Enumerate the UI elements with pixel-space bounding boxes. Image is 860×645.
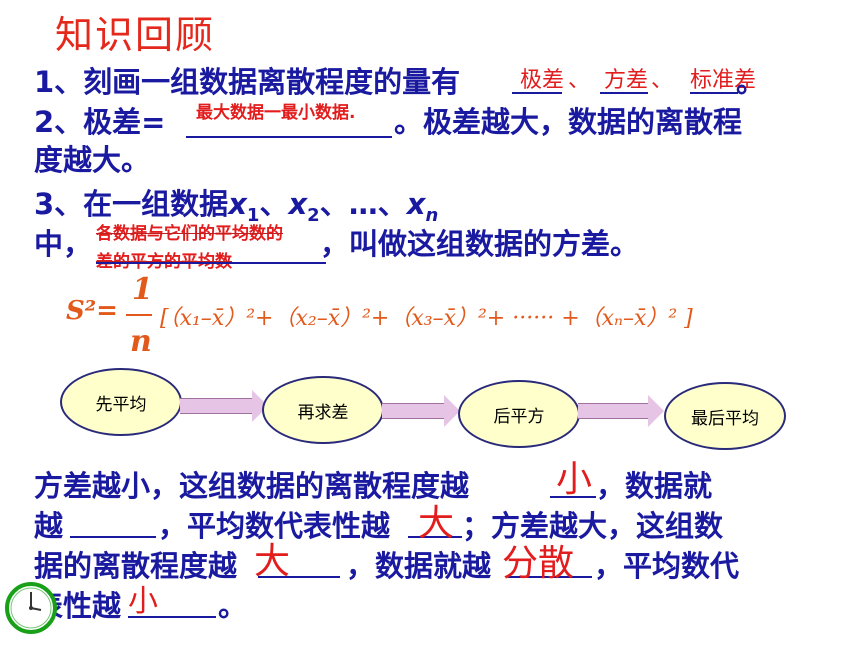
q2-blank-underline [186,136,392,138]
q3-sub-1: 1 [246,204,260,226]
q1-text: 1、刻画一组数据离散程度的量有 [34,65,461,99]
summary-line-2b: ，平均数代表性越 [158,509,391,543]
q3-answer-line-2: 差的平方的平均数 [96,252,232,272]
flow-arrow-1 [180,390,268,422]
q3-sep-2: 、…、 [319,187,407,221]
flow-step-2: 再求差 [262,376,384,444]
q1-blank-underline-2 [600,92,648,94]
flow-step-2-label: 再求差 [297,402,349,423]
clock-icon[interactable] [3,580,59,636]
q3-answer-line-1: 各数据与它们的平均数的 [96,224,283,244]
q1-sep-1: 、 [568,68,591,93]
flow-step-3-label: 后平方 [493,406,545,427]
q1-blank-underline-1 [512,92,562,94]
q3-sub-2: 2 [307,204,320,226]
flow-step-4: 最后平均 [664,382,786,450]
q3-line-1: 3、在一组数据x1、x2、…、xn [34,184,438,236]
flow-step-3: 后平方 [458,380,580,448]
formula-frac-den: n [130,324,152,359]
summary-blank-5 [508,576,592,578]
summary-line-2c: ；方差越大，这组数 [462,509,724,543]
summary-answer-3: 大 [418,503,455,544]
q3-sub-n: n [425,204,439,226]
flow-arrow-3 [578,395,664,427]
q3-text-c: ，叫做这组数据的方差。 [320,227,640,261]
summary-answer-6: 小 [128,584,158,619]
summary-line-3c: ，平均数代 [594,549,740,583]
flow-step-1: 先平均 [60,368,182,436]
flow-step-1-label: 先平均 [95,394,147,415]
summary-blank-6 [128,616,216,618]
summary-blank-2 [70,536,156,538]
formula-frac-num: 1 [132,272,153,307]
summary-answer-5: 分散 [502,543,575,584]
summary-answer-1: 小 [556,459,593,500]
formula-lhs: S²= [66,296,118,326]
q1-answer-2: 方差 [604,68,649,93]
q3-text-a: 3、在一组数据 [34,187,229,221]
q1-blank-underline-3 [690,92,738,94]
summary-line-4b: 。 [218,589,248,623]
q1-answer-1: 极差 [520,68,565,93]
q2-text-b: 。极差越大，数据的离散程 [394,105,743,139]
summary-line-3a: 据的离散程度越 [34,549,238,583]
q3-sep-1: 、 [259,187,289,221]
flow-step-4-label: 最后平均 [691,408,759,429]
summary-line-1a: 方差越小，这组数据的离散程度越 [34,469,470,503]
q3-var-x1: x [228,187,247,221]
summary-line-3b: ，数据就越 [346,549,492,583]
q1-sep-2: 、 [651,68,674,93]
summary-line-1b: ，数据就 [596,469,713,503]
q2-answer: 最大数据一最小数据. [196,103,356,123]
summary-blank-4 [258,576,340,578]
q2-text-a: 2、极差= [34,105,166,139]
question-1: 1、刻画一组数据离散程度的量有 [34,62,460,102]
q3-var-x2: x [288,187,308,221]
page-title: 知识回顾 [55,13,216,57]
q3-text-b: 中， [34,227,93,261]
formula-frac-bar [126,314,152,316]
summary-line-2a: 越 [34,509,64,543]
q1-end: 。 [736,65,766,99]
q1-answer-3: 标准差 [690,68,757,93]
summary-answer-4: 大 [254,541,291,582]
q3-var-xn: x [406,187,426,221]
flow-arrow-2 [382,395,460,427]
q3-blank-underline [96,262,326,264]
formula-body: [（x₁–x̄）²+（x₂–x̄）²+（x₃–x̄）²+ ······ +（xₙ… [160,306,693,331]
summary-blank-3 [408,536,462,538]
summary-blank-1 [550,496,596,498]
q2-text-c: 度越大。 [34,143,151,177]
